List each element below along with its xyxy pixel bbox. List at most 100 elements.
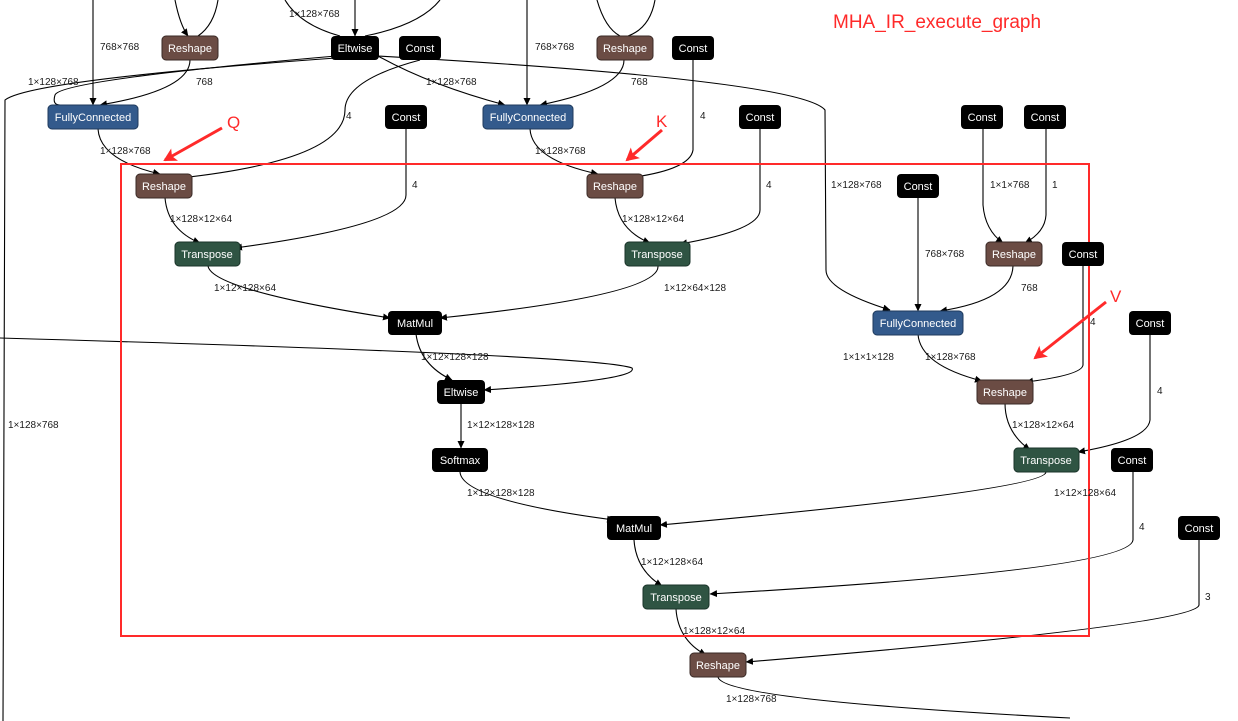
edge-label: 768	[196, 77, 213, 88]
node-box	[624, 241, 691, 267]
edge	[197, 0, 219, 37]
node-label: Reshape	[696, 660, 740, 672]
const-node[interactable]: Const	[399, 36, 441, 60]
edge-label: 1×128×12×64	[170, 214, 232, 225]
node-box	[1024, 105, 1066, 129]
node-label: Reshape	[992, 249, 1036, 261]
transpose-out-node[interactable]: Transpose	[642, 584, 710, 610]
edge-label: 1×128×768	[100, 146, 151, 157]
eltwise-node[interactable]: Eltwise	[331, 36, 379, 60]
node-label: Const	[679, 43, 708, 55]
node-box	[399, 36, 441, 60]
const-node[interactable]: Const	[897, 174, 939, 198]
node-box	[596, 35, 654, 61]
edge	[234, 129, 407, 251]
edge-label: 1×128×768	[28, 77, 79, 88]
const-node[interactable]: Const	[739, 105, 781, 129]
node-box	[385, 105, 427, 129]
fully-connected-node[interactable]: FullyConnected	[47, 104, 139, 130]
node-label: Const	[1118, 455, 1147, 467]
edge	[939, 265, 1014, 314]
edge-label: 4	[1157, 386, 1163, 397]
edge	[709, 472, 1134, 598]
const-node[interactable]: Const	[1024, 105, 1066, 129]
edge-label: 1×12×128×128	[467, 420, 535, 431]
node-label: Const	[968, 112, 997, 124]
reshape-out-node[interactable]: Reshape	[689, 652, 747, 678]
edge-label: 4	[766, 180, 772, 191]
node-box	[135, 173, 193, 199]
v-annotation: V	[1110, 287, 1122, 306]
node-label: MatMul	[616, 523, 652, 535]
edge	[164, 197, 201, 244]
node-label: Reshape	[142, 181, 186, 193]
edge-label: 1×128×768	[426, 77, 477, 88]
graph-title: MHA_IR_execute_graph	[833, 12, 1041, 33]
node-box	[1111, 448, 1153, 472]
reshape-node[interactable]: Reshape	[985, 241, 1043, 267]
edge	[97, 128, 161, 176]
edge	[633, 539, 663, 587]
const-node[interactable]: Const	[1111, 448, 1153, 472]
edge-label: 4	[1090, 317, 1096, 328]
node-box	[174, 241, 241, 267]
node-label: Reshape	[983, 387, 1027, 399]
node-box	[1062, 242, 1104, 266]
node-label: Const	[746, 112, 775, 124]
transpose-k-node[interactable]: Transpose	[624, 241, 691, 267]
const-node[interactable]: Const	[1129, 311, 1171, 335]
transpose-q-node[interactable]: Transpose	[174, 241, 241, 267]
fully-connected-v-node[interactable]: FullyConnected	[872, 310, 964, 336]
node-box	[976, 379, 1034, 405]
const-node[interactable]: Const	[672, 36, 714, 60]
fully-connected-node[interactable]: FullyConnected	[482, 104, 574, 130]
edge-label: 1×128×12×64	[683, 626, 745, 637]
k-pointer-arrow	[625, 128, 663, 162]
edge-label: 1×128×768	[289, 9, 340, 20]
const-node[interactable]: Const	[961, 105, 1003, 129]
edge-label: 1×1×768	[990, 180, 1030, 191]
edge-label: 1×12×128×64	[641, 557, 703, 568]
matmul-sv-node[interactable]: MatMul	[607, 516, 661, 540]
edge-label: 1×12×64×128	[664, 283, 726, 294]
edge	[0, 337, 633, 394]
reshape-node[interactable]: Reshape	[596, 35, 654, 61]
node-label: Reshape	[168, 43, 212, 55]
node-label: Transpose	[650, 592, 702, 604]
const-node[interactable]: Const	[385, 105, 427, 129]
node-box	[482, 104, 574, 130]
edge-label: 1×128×768	[8, 420, 59, 431]
const-node[interactable]: Const	[1178, 516, 1220, 540]
node-label: Const	[1185, 523, 1214, 535]
node-box	[1129, 311, 1171, 335]
edge-label: 1×12×128×128	[421, 352, 489, 363]
edge-label: 1×12×128×128	[467, 488, 535, 499]
edge	[659, 471, 1047, 528]
node-box	[586, 173, 644, 199]
softmax-node[interactable]: Softmax	[432, 448, 488, 472]
const-node[interactable]: Const	[1062, 242, 1104, 266]
edge	[207, 265, 391, 321]
edge-label: 1×128×768	[535, 146, 586, 157]
node-label: Const	[904, 181, 933, 193]
matmul-qk-node[interactable]: MatMul	[388, 311, 442, 335]
node-label: Const	[406, 43, 435, 55]
edge-label: 1×12×128×64	[214, 283, 276, 294]
transpose-v-node[interactable]: Transpose	[1013, 447, 1080, 473]
reshape-q-node[interactable]: Reshape	[135, 173, 193, 199]
edge	[627, 0, 656, 37]
edge	[99, 59, 191, 108]
edge-label: 768×768	[535, 42, 575, 53]
node-label: Reshape	[593, 181, 637, 193]
q-annotation: Q	[227, 113, 240, 132]
reshape-node[interactable]: Reshape	[161, 35, 219, 61]
node-label: Const	[392, 112, 421, 124]
edge	[459, 471, 615, 523]
edge	[614, 197, 651, 244]
eltwise-mask-node[interactable]: Eltwise	[437, 380, 485, 404]
reshape-v-node[interactable]: Reshape	[976, 379, 1034, 405]
reshape-k-node[interactable]: Reshape	[586, 173, 644, 199]
edge-label: 768×768	[925, 249, 965, 260]
edge	[377, 55, 506, 107]
node-box	[689, 652, 747, 678]
